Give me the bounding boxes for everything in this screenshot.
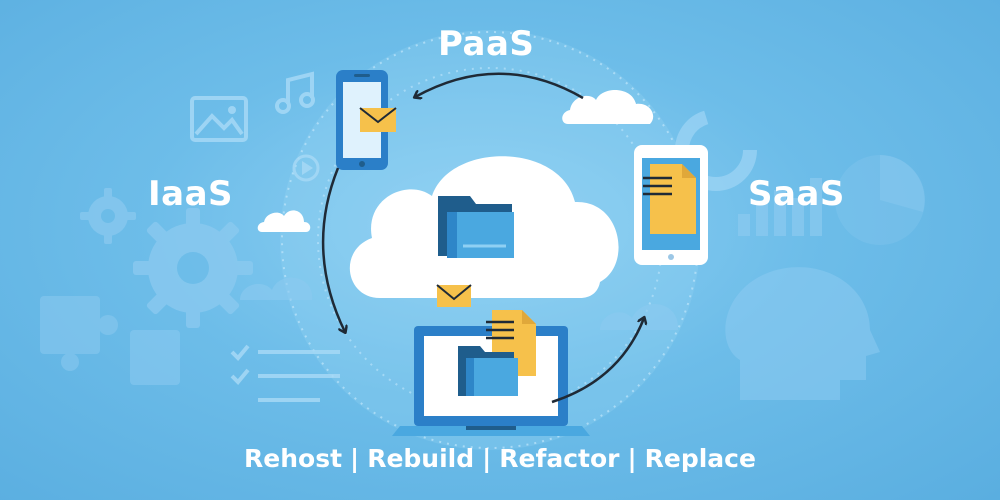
arrow-paas-to-phone (415, 72, 584, 98)
image-icon (190, 96, 248, 142)
paas-label: PaaS (438, 24, 535, 64)
arrow-laptop-to-tablet (551, 318, 644, 404)
cloud-icon (257, 210, 311, 232)
strategy-rebuild: Rebuild (367, 444, 475, 473)
envelope-icon (436, 284, 472, 307)
gear-icon (133, 208, 253, 328)
iaas-label: IaaS (148, 174, 234, 214)
envelope-icon (359, 107, 397, 132)
folder-icon (438, 196, 514, 258)
strategy-separator: | (350, 444, 360, 473)
strategy-replace: Replace (644, 444, 756, 473)
cloud-icon (562, 89, 654, 124)
strategy-refactor: Refactor (499, 444, 620, 473)
migration-strategies: Rehost|Rebuild|Refactor|Replace (0, 444, 1000, 473)
strategy-separator: | (627, 444, 637, 473)
play-icon (292, 154, 320, 182)
music-note-icon (275, 71, 315, 114)
gear-icon (80, 188, 136, 244)
puzzle-icon (40, 296, 180, 385)
arrow-phone-to-laptop (321, 167, 345, 332)
folder-icon (458, 346, 518, 396)
strategy-rehost: Rehost (244, 444, 343, 473)
document-icon (643, 164, 696, 234)
checklist-icon (230, 344, 340, 402)
bar-chart-icon (738, 178, 822, 236)
head-icon (725, 267, 880, 400)
saas-label: SaaS (748, 174, 845, 214)
strategy-separator: | (482, 444, 492, 473)
